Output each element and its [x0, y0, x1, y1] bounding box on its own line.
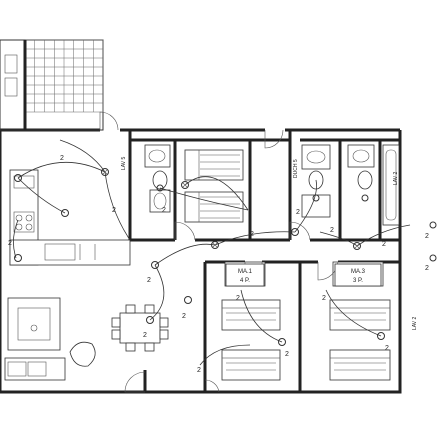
terrace — [0, 39, 104, 131]
ma1-label: MA.1 — [238, 269, 253, 275]
circuit-number: 2 — [147, 277, 151, 284]
circuit-number: 2 — [60, 155, 64, 162]
room-labels: MA.1 4 P. MA.3 3 P. — [225, 263, 382, 287]
bedroom-top — [184, 149, 244, 223]
circuit-number: 2 — [236, 295, 240, 302]
circuit-number: 2 — [382, 241, 386, 248]
fixture-tags: LAV 5 DUCH 5 LAV 2 LAV 2 — [121, 157, 418, 330]
bath3-tag: LAV 2 — [393, 172, 399, 185]
circuit-number: 2 — [425, 265, 429, 272]
interior-walls — [128, 130, 400, 392]
kitchen-counter — [9, 169, 131, 266]
electrical-circuits — [13, 139, 411, 366]
circuit-number: 2 — [112, 207, 116, 214]
bath2-tag: DUCH 5 — [293, 159, 299, 178]
living-furniture — [4, 297, 96, 381]
circuit-number: 2 — [285, 351, 289, 358]
electrical-symbols — [14, 168, 437, 346]
circuit-number: 2 — [330, 227, 334, 234]
circuit-number: 2 — [322, 295, 326, 302]
circuit-number: 2 — [143, 332, 147, 339]
circuit-number: 2 — [385, 345, 389, 352]
circuit-numbers: 2 2 2 2 2 2 2 2 2 2 2 2 2 2 2 2 2 2 — [8, 155, 429, 374]
circuit-number: 2 — [162, 207, 166, 214]
ma3-label: MA.3 — [351, 269, 366, 275]
circuit-number: 2 — [425, 233, 429, 240]
bath1-tag: LAV 5 — [121, 157, 127, 170]
dining-table — [111, 304, 169, 352]
ward-tag: LAV 2 — [412, 317, 418, 330]
circuit-number: 2 — [197, 367, 201, 374]
circuit-number: 2 — [182, 313, 186, 320]
circuit-number: 2 — [250, 231, 254, 238]
ma3-sub: 3 P. — [353, 278, 363, 284]
circuit-number: 2 — [8, 240, 12, 247]
circuit-number: 2 — [296, 209, 300, 216]
ma1-sub: 4 P. — [240, 278, 250, 284]
bathroom-3 — [347, 144, 400, 226]
bathroom-1 — [144, 144, 171, 213]
